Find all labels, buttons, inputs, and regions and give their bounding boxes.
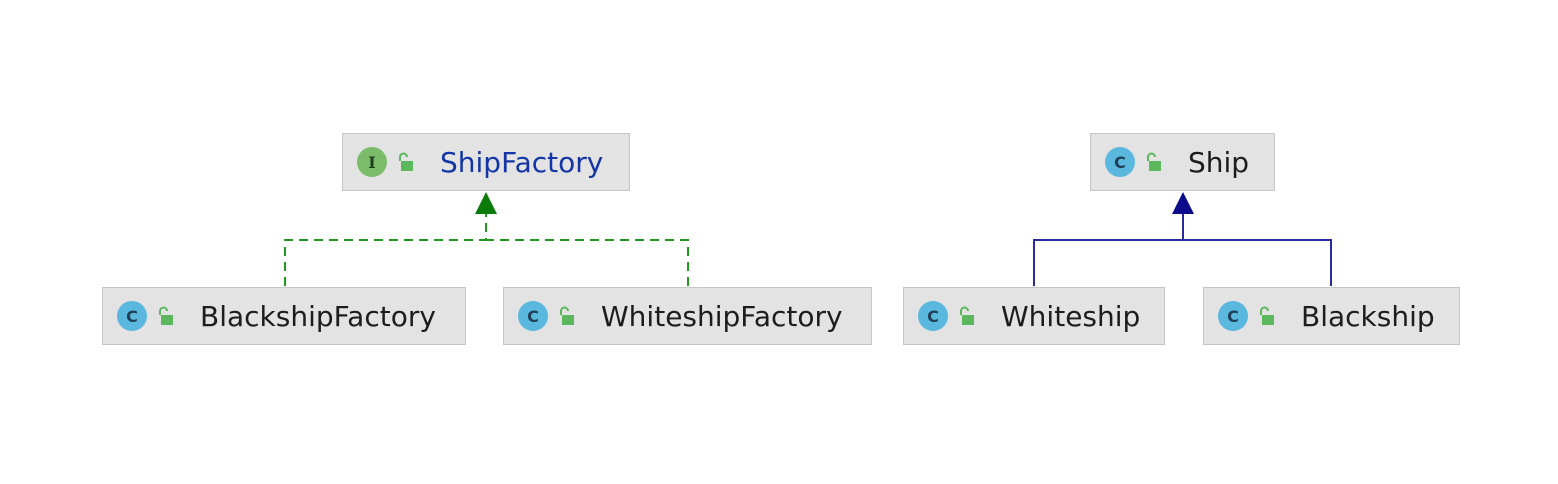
edge-whiteship-extends-ship <box>1033 212 1184 286</box>
node-label: WhiteshipFactory <box>601 299 843 333</box>
node-shipfactory[interactable]: I ShipFactory <box>342 133 630 191</box>
node-label: BlackshipFactory <box>200 299 436 333</box>
open-lock-icon <box>159 306 173 325</box>
node-whiteship[interactable]: C Whiteship <box>903 287 1165 345</box>
class-badge-icon: C <box>117 301 147 331</box>
open-lock-icon <box>560 306 574 325</box>
interface-badge-icon: I <box>357 147 387 177</box>
open-lock-icon <box>960 306 974 325</box>
class-badge-icon: C <box>1105 147 1135 177</box>
implements-arrowhead <box>475 192 497 214</box>
node-label: Blackship <box>1301 299 1435 333</box>
node-blackship[interactable]: C Blackship <box>1203 287 1460 345</box>
edge-blackshipfactory-implements-shipfactory <box>284 212 487 286</box>
open-lock-icon <box>1147 152 1161 171</box>
extends-arrowhead <box>1172 192 1194 214</box>
open-lock-icon <box>1260 306 1274 325</box>
class-badge-icon: C <box>518 301 548 331</box>
node-blackshipfactory[interactable]: C BlackshipFactory <box>102 287 466 345</box>
open-lock-icon <box>399 152 413 171</box>
node-label: ShipFactory <box>440 145 604 179</box>
class-badge-icon: C <box>918 301 948 331</box>
edge-whiteshipfactory-implements-shipfactory <box>486 239 689 286</box>
class-badge-icon: C <box>1218 301 1248 331</box>
edge-blackship-extends-ship <box>1183 239 1332 286</box>
node-label: Whiteship <box>1001 299 1141 333</box>
node-ship[interactable]: C Ship <box>1090 133 1275 191</box>
node-whiteshipfactory[interactable]: C WhiteshipFactory <box>503 287 872 345</box>
node-label: Ship <box>1188 145 1250 179</box>
